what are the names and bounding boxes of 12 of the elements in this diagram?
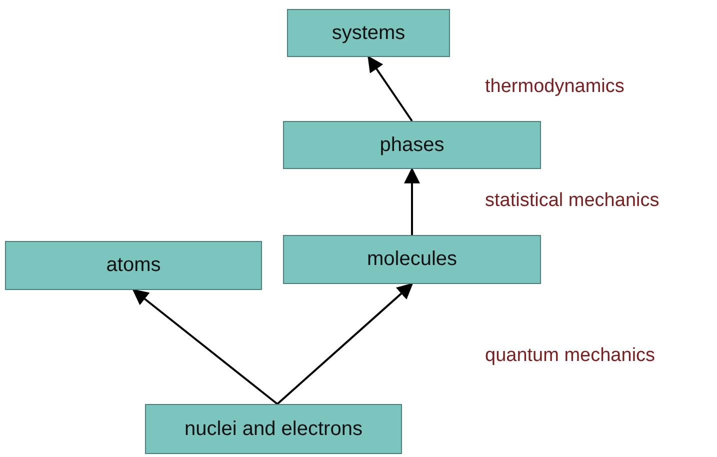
arrow (368, 56, 413, 122)
box: systems (287, 9, 450, 57)
arrow (276, 282, 414, 405)
layer-label: thermodynamics (485, 76, 624, 98)
box: atoms (5, 241, 262, 290)
arrow (132, 289, 278, 405)
arrow (404, 167, 420, 235)
box: phases (283, 121, 541, 169)
box: nuclei and electrons (145, 404, 402, 454)
layer-label: statistical mechanics (485, 190, 660, 212)
box: molecules (283, 235, 541, 284)
layer-label: quantum mechanics (485, 345, 656, 367)
